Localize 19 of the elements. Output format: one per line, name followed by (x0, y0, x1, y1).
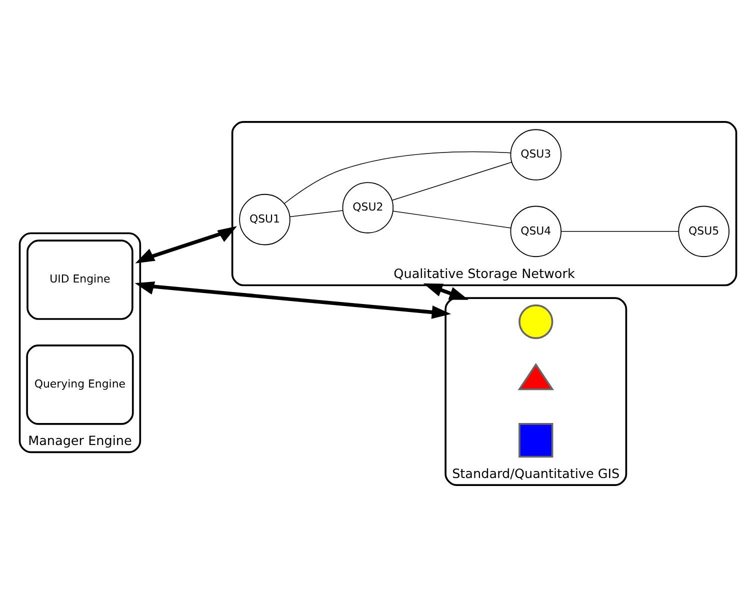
connector (284, 151, 511, 204)
node-box: UID Engine (26, 240, 134, 320)
node-circle: QSU5 (678, 206, 730, 258)
arrow (423, 283, 469, 300)
node-triangle (518, 362, 554, 390)
connector (560, 231, 679, 232)
connector (392, 162, 512, 201)
node-circle (518, 304, 554, 340)
cluster: Standard/Quantitative GIS (444, 297, 628, 486)
node-box (518, 423, 554, 458)
node-box: Querying Engine (26, 344, 134, 425)
node-circle: QSU1 (239, 194, 290, 246)
arrow (134, 282, 452, 319)
node-circle: QSU4 (510, 206, 562, 258)
connector (290, 210, 344, 218)
node-circle: QSU2 (342, 182, 394, 234)
arrow (135, 226, 238, 264)
node-circle: QSU3 (510, 129, 562, 180)
connector (392, 210, 512, 228)
